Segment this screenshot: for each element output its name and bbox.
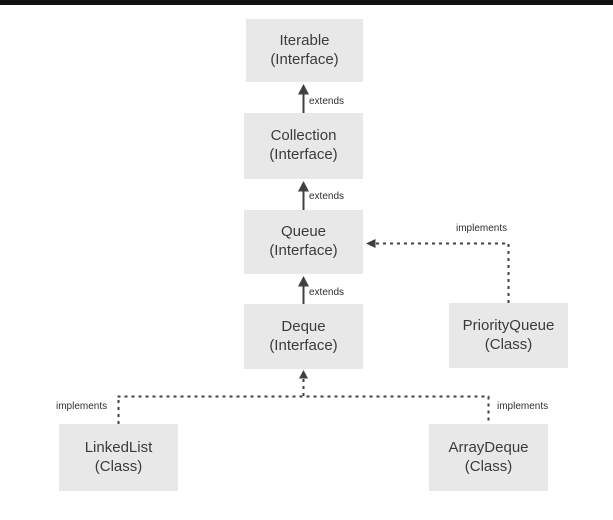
- node-priorityqueue-name: PriorityQueue: [462, 316, 555, 334]
- node-queue-name: Queue: [280, 223, 327, 241]
- node-iterable-stereotype: (Interface): [270, 50, 339, 68]
- node-arraydeque: ArrayDeque (Class): [429, 424, 548, 491]
- node-deque-stereotype: (Interface): [269, 336, 338, 354]
- edge-priorityqueue-implements-queue: [366, 239, 510, 303]
- node-linkedlist: LinkedList (Class): [59, 424, 178, 491]
- edge-label-extends-bottom: extends: [309, 287, 345, 298]
- node-arraydeque-stereotype: (Class): [464, 457, 513, 475]
- edge-classes-implement-deque: [117, 370, 490, 424]
- edge-label-extends-top: extends: [309, 96, 345, 107]
- node-iterable-name: Iterable: [279, 31, 330, 49]
- node-iterable: Iterable (Interface): [246, 19, 363, 82]
- node-deque: Deque (Interface): [244, 304, 363, 369]
- top-border-bar: [0, 0, 613, 5]
- edge-label-implements-arraydeque: implements: [497, 401, 549, 412]
- edge-deque-extends-queue: [298, 276, 309, 304]
- node-collection-stereotype: (Interface): [269, 146, 338, 163]
- edge-label-implements-linkedlist: implements: [56, 401, 108, 412]
- node-arraydeque-name: ArrayDeque: [448, 438, 529, 456]
- node-queue-stereotype: (Interface): [269, 242, 338, 259]
- node-linkedlist-name: LinkedList: [84, 438, 153, 456]
- node-collection-name: Collection: [270, 127, 337, 145]
- node-deque-name: Deque: [281, 317, 326, 335]
- node-queue: Queue (Interface): [244, 210, 363, 274]
- node-priorityqueue-stereotype: (Class): [484, 335, 533, 353]
- node-linkedlist-stereotype: (Class): [94, 457, 143, 475]
- edge-collection-extends-iterable: [298, 84, 309, 113]
- node-collection: Collection (Interface): [244, 113, 363, 179]
- edge-label-extends-middle: extends: [309, 191, 345, 202]
- edge-queue-extends-collection: [298, 181, 309, 210]
- edge-label-implements-priorityqueue: implements: [456, 223, 508, 234]
- node-priorityqueue: PriorityQueue (Class): [449, 303, 568, 368]
